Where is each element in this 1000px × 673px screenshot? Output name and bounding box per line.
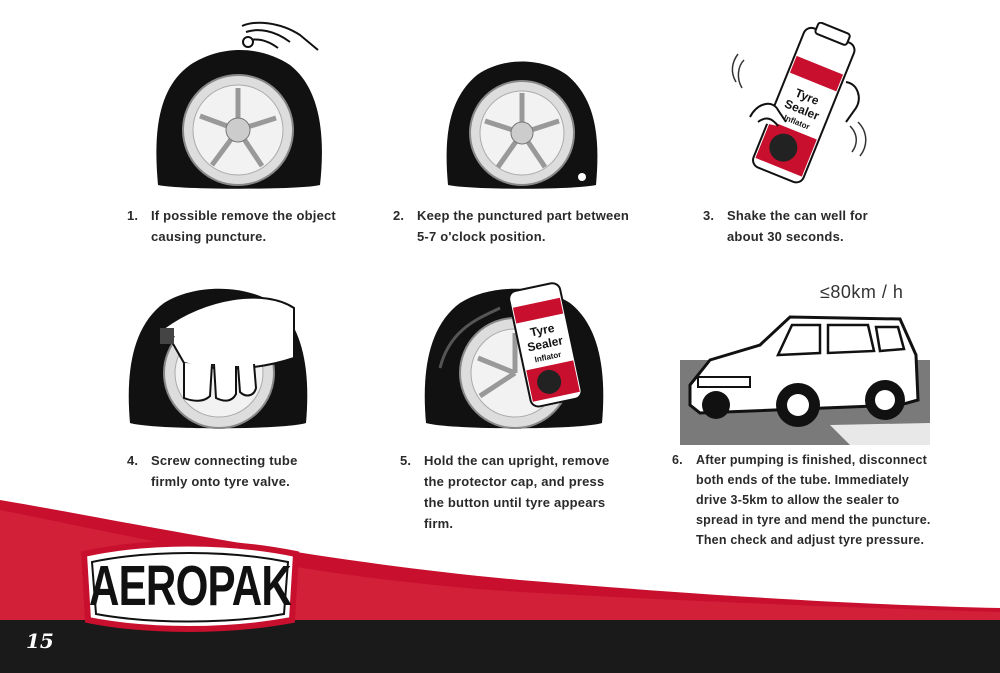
step-number: 2. (393, 208, 405, 223)
step-number: 4. (127, 453, 139, 468)
step-line: Shake the can well for (727, 208, 868, 223)
step-line: about 30 seconds. (727, 229, 844, 244)
step-line: If possible remove the object (151, 208, 336, 223)
flat-tyre-position-illustration (446, 61, 598, 189)
step-text: Keep the punctured part between 5-7 o'cl… (417, 205, 629, 247)
step-5: 5. Hold the can upright, remove the prot… (400, 450, 609, 534)
aeropak-logo: AEROPAK (78, 536, 302, 636)
step-line: drive 3-5km to allow the sealer to (696, 493, 900, 507)
step-number: 3. (703, 208, 715, 223)
step-line: Keep the punctured part between (417, 208, 630, 223)
step-line: firm. (424, 516, 454, 531)
speed-limit-label: ≤80km / h (820, 282, 904, 302)
step-text: Hold the can upright, remove the protect… (424, 450, 609, 534)
step-number: 1. (127, 208, 139, 223)
step-3: 3. Shake the can well for about 30 secon… (703, 205, 868, 247)
connect-tube-illustration (128, 288, 308, 429)
shake-can-illustration: Tyre Sealer Inflator (731, 22, 867, 184)
page-number: 15 (26, 629, 54, 653)
step-text: Screw connecting tube firmly onto tyre v… (151, 450, 298, 492)
step-text: If possible remove the object causing pu… (151, 205, 336, 247)
step-line: the button until tyre appears (424, 495, 606, 510)
step-1: 1. If possible remove the object causing… (127, 205, 336, 247)
step-line: 5-7 o'clock position. (417, 229, 546, 244)
step-line: After pumping is finished, disconnect (696, 453, 928, 467)
step-number: 5. (400, 453, 412, 468)
car-driving-illustration (680, 315, 930, 445)
step-line: Then check and adjust tyre pressure. (696, 533, 925, 547)
step-4: 4. Screw connecting tube firmly onto tyr… (127, 450, 298, 492)
step-line: Hold the can upright, remove (424, 453, 610, 468)
step-text: After pumping is finished, disconnect bo… (696, 450, 931, 550)
step-2: 2. Keep the punctured part between 5-7 o… (393, 205, 629, 247)
brand-name: AEROPAK (88, 554, 292, 618)
step-line: the protector cap, and press (424, 474, 605, 489)
inflate-tyre-illustration: Tyre Sealer Inflator (424, 282, 604, 429)
can-label-line1: Tyre (529, 321, 556, 340)
step-line: causing puncture. (151, 229, 267, 244)
flat-tyre-remove-object-illustration (156, 21, 322, 189)
step-line: spread in tyre and mend the puncture. (696, 513, 931, 527)
step-text: Shake the can well for about 30 seconds. (727, 205, 868, 247)
step-line: Screw connecting tube (151, 453, 298, 468)
step-number: 6. (672, 453, 683, 467)
step-line: both ends of the tube. Immediately (696, 473, 910, 487)
step-line: firmly onto tyre valve. (151, 474, 290, 489)
step-6: 6. After pumping is finished, disconnect… (672, 450, 931, 550)
